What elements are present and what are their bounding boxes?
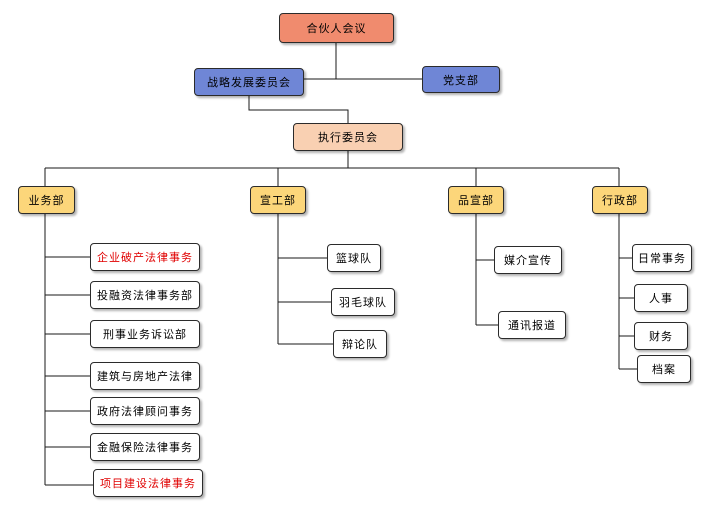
department-node-promotion: 宣工部: [250, 186, 306, 214]
business-item-bankruptcy: 企业破产法律事务: [90, 243, 200, 271]
admin-item-hr: 人事: [634, 284, 688, 312]
business-item-project: 项目建设法律事务: [93, 469, 203, 497]
promotion-item-debate: 辩论队: [333, 330, 387, 358]
brand-item-media: 媒介宣传: [494, 246, 562, 274]
business-item-real-estate: 建筑与房地产法律: [90, 362, 200, 390]
admin-item-finance: 财务: [634, 322, 688, 350]
promotion-item-basketball: 篮球队: [327, 244, 381, 272]
department-node-brand: 品宣部: [448, 186, 504, 214]
business-item-government: 政府法律顾问事务: [90, 397, 200, 425]
strategy-committee-node: 战略发展委员会: [194, 68, 304, 96]
business-item-investment: 投融资法律事务部: [90, 281, 200, 309]
admin-item-archives: 档案: [637, 355, 691, 383]
business-item-criminal: 刑事业务诉讼部: [90, 320, 200, 348]
promotion-item-badminton: 羽毛球队: [331, 288, 395, 316]
brand-item-news: 通讯报道: [498, 311, 566, 339]
department-node-admin: 行政部: [592, 186, 648, 214]
connector-strategy-executive: [248, 96, 349, 123]
partners-meeting-node: 合伙人会议: [279, 13, 394, 43]
executive-committee-node: 执行委员会: [293, 123, 403, 151]
admin-item-daily-affairs: 日常事务: [632, 244, 692, 272]
business-item-finance: 金融保险法律事务: [90, 433, 200, 461]
connector-top-strategy: [300, 43, 337, 80]
party-branch-node: 党支部: [422, 66, 500, 93]
department-node-business: 业务部: [18, 186, 75, 214]
